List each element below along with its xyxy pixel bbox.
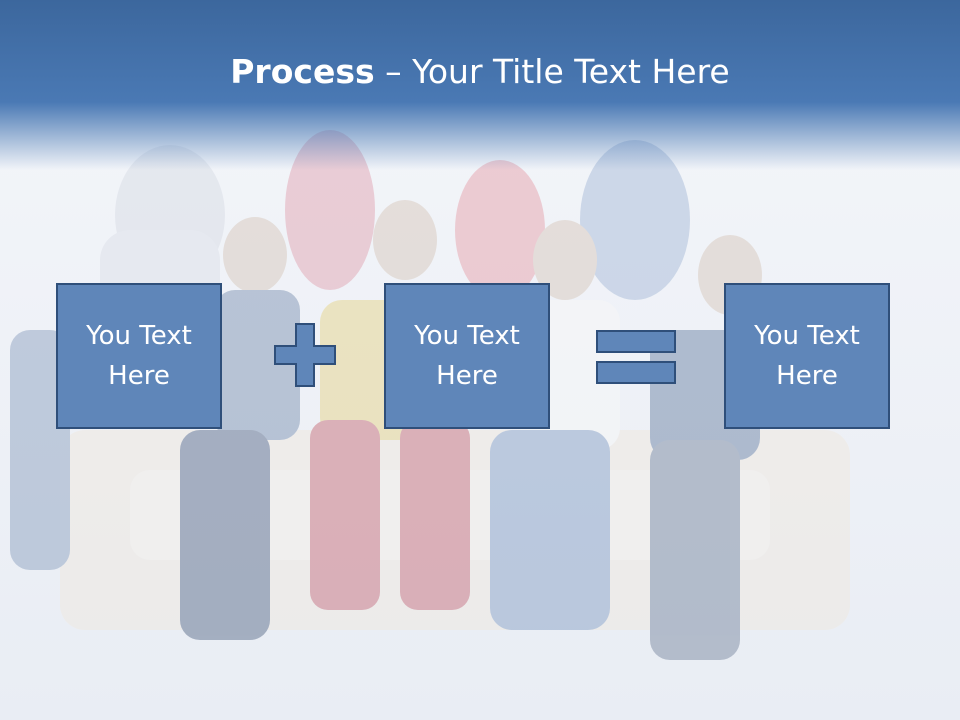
slide-title: Process – Your Title Text Here (0, 52, 960, 91)
title-bar (0, 0, 960, 170)
title-text: – Your Title Text Here (374, 52, 730, 91)
equals-icon (596, 330, 676, 384)
plus-icon (274, 323, 336, 387)
text-box-3-label: You Text Here (754, 321, 860, 391)
text-box-2: You Text Here (384, 283, 550, 429)
title-bold: Process (230, 52, 375, 91)
text-box-3: You Text Here (724, 283, 890, 429)
text-box-1-label: You Text Here (86, 321, 192, 391)
text-box-1: You Text Here (56, 283, 222, 429)
text-box-2-label: You Text Here (414, 321, 520, 391)
